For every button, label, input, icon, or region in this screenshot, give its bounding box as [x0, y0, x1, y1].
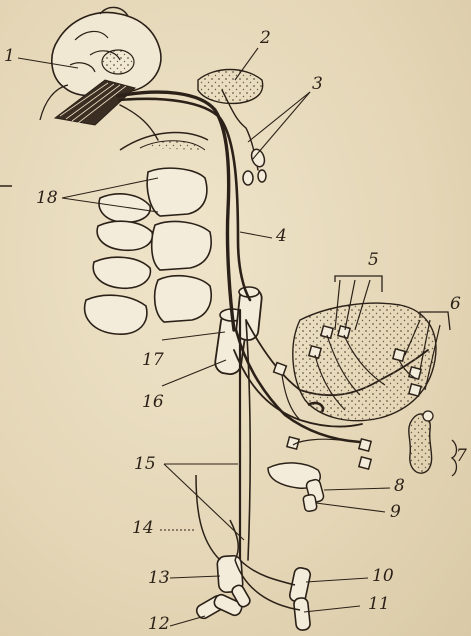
vertebral-column — [85, 168, 212, 334]
label-10: 10 — [372, 568, 394, 585]
dotted-nucleus-2 — [198, 70, 263, 104]
pelvic-ganglia-8-9 — [268, 463, 325, 512]
label-15: 15 — [134, 456, 156, 473]
label-8: 8 — [394, 478, 405, 495]
label-11: 11 — [368, 596, 390, 613]
label-18: 18 — [36, 190, 58, 207]
label-5: 5 — [368, 252, 379, 269]
label-16: 16 — [142, 394, 164, 411]
label-1: 1 — [4, 48, 15, 65]
lower-ganglia-10-13 — [195, 555, 312, 630]
label-2: 2 — [260, 30, 271, 47]
organ-7 — [409, 411, 433, 473]
label-17: 17 — [142, 352, 164, 369]
label-7: 7 — [456, 448, 467, 465]
label-12: 12 — [148, 616, 170, 633]
label-14: 14 — [132, 520, 154, 537]
label-6: 6 — [450, 296, 461, 313]
cranial-ganglia-3 — [243, 147, 267, 185]
label-3: 3 — [312, 76, 323, 93]
label-4: 4 — [276, 228, 287, 245]
label-13: 13 — [148, 570, 170, 587]
label-9: 9 — [390, 504, 401, 521]
brainstem-outline — [120, 133, 208, 150]
